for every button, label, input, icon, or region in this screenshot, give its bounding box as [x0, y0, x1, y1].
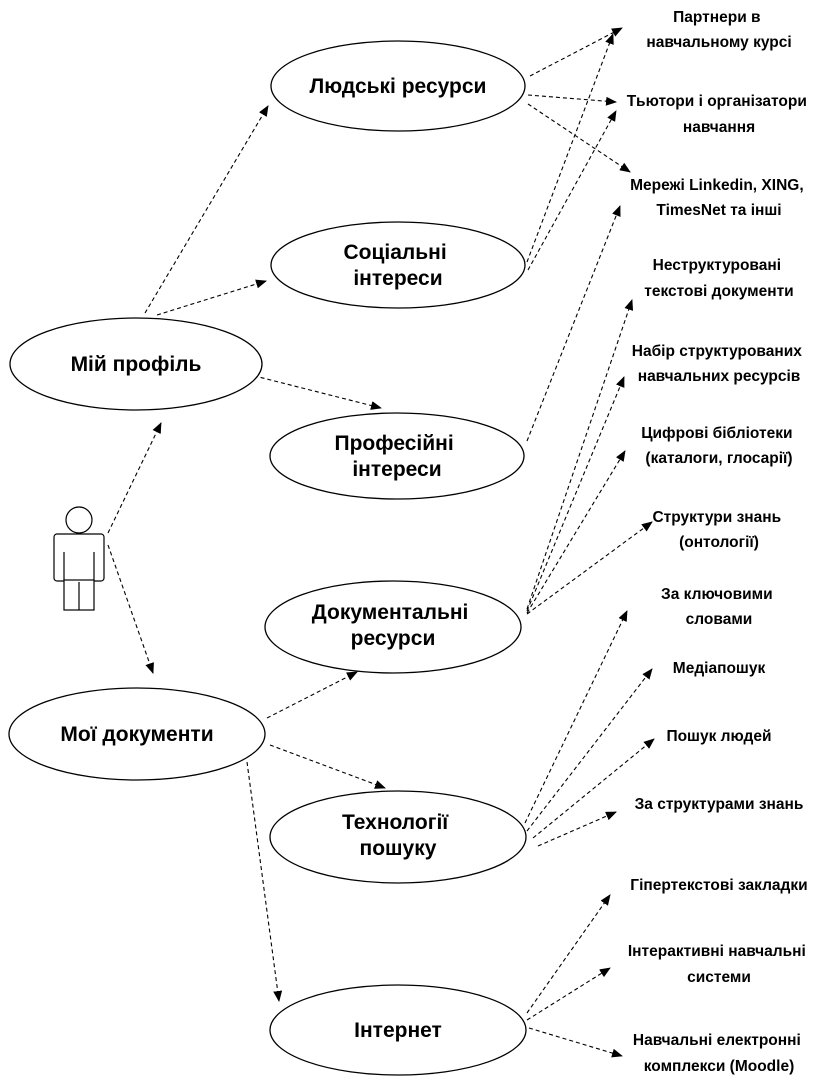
node-my-profile[interactable]: Мій профіль: [9, 317, 263, 411]
edge-hr-partners: [529, 27, 623, 77]
edges: [107, 27, 655, 1058]
edge-docres-knowledge: [526, 521, 653, 615]
leaf-by-knowledge-structures: За структурами знань: [635, 796, 804, 813]
edge-docres-structured: [526, 376, 625, 612]
node-professional-interests[interactable]: Професійні інтереси: [269, 412, 525, 500]
edge-documents-document-resources: [266, 671, 358, 719]
edge-internet-bookmarks: [526, 894, 611, 1014]
node-social-interests-label: Соціальні інтереси: [343, 241, 452, 290]
leaf-by-keywords: За ключовими словами: [661, 586, 777, 628]
actor-icon: [53, 506, 105, 611]
leaf-networks: Мережі Linkedin, XING, TimesNet та інші: [630, 177, 808, 219]
edge-documents-search-technologies: [269, 744, 386, 789]
edge-documents-internet: [246, 761, 283, 1002]
edge-profile-human-resources: [144, 105, 269, 314]
edge-internet-elearning: [528, 1027, 623, 1058]
node-professional-interests-label: Професійні інтереси: [334, 432, 459, 481]
edge-search-keywords: [524, 610, 628, 824]
edge-social-tutors: [527, 110, 617, 271]
edge-professional-networks: [526, 205, 621, 442]
node-human-resources-label: Людські ресурси: [310, 75, 487, 98]
leaf-people-search: Пошук людей: [666, 728, 771, 745]
node-search-technologies[interactable]: Технології пошуку: [269, 790, 527, 884]
edge-actor-profile: [107, 422, 162, 534]
leaf-interactive-systems: Інтерактивні навчальні системи: [628, 943, 810, 986]
leaf-media-search: Медіапошук: [673, 660, 766, 677]
node-my-documents[interactable]: Мої документи: [8, 687, 266, 781]
node-internet[interactable]: Інтернет: [269, 984, 527, 1076]
edge-search-people: [532, 738, 655, 839]
edge-docres-unstructured: [526, 299, 634, 610]
leaf-unstructured-docs: Неструктуровані текстові документи: [644, 257, 793, 300]
edge-actor-documents: [107, 544, 154, 674]
node-document-resources-label: Документальні ресурси: [312, 601, 474, 650]
leaf-elearning-complexes: Навчальні електронні комплекси (Moodle): [633, 1032, 805, 1075]
edge-search-knowledge: [537, 811, 617, 847]
node-search-technologies-label: Технології пошуку: [342, 811, 454, 860]
leaf-structured-resources: Набір структурованих навчальних ресурсів: [632, 343, 806, 385]
edge-internet-interactive: [526, 967, 611, 1021]
edge-hr-tutors: [527, 94, 617, 106]
node-social-interests[interactable]: Соціальні інтереси: [270, 221, 526, 309]
leaf-knowledge-structures: Структури знань (онтології): [652, 509, 785, 551]
leaf-digital-libraries: Цифрові бібліотеки (каталоги, глосарії): [641, 425, 797, 467]
edge-social-partners: [526, 33, 614, 263]
leaf-partners: Партнери в навчальному курсі: [646, 9, 791, 51]
node-document-resources[interactable]: Документальні ресурси: [264, 580, 522, 674]
node-my-documents-label: Мої документи: [60, 723, 213, 746]
node-human-resources[interactable]: Людські ресурси: [270, 40, 526, 132]
edge-profile-social-interests: [156, 279, 267, 316]
leaf-hypertext-bookmarks: Гіпертекстові закладки: [630, 877, 807, 894]
node-internet-label: Інтернет: [354, 1019, 442, 1042]
node-my-profile-label: Мій профіль: [71, 353, 202, 376]
edge-profile-professional-interests: [246, 373, 382, 410]
leaf-tutors: Тьютори і організатори навчання: [627, 93, 811, 136]
edge-search-media: [526, 668, 653, 832]
edge-docres-libraries: [526, 450, 626, 614]
